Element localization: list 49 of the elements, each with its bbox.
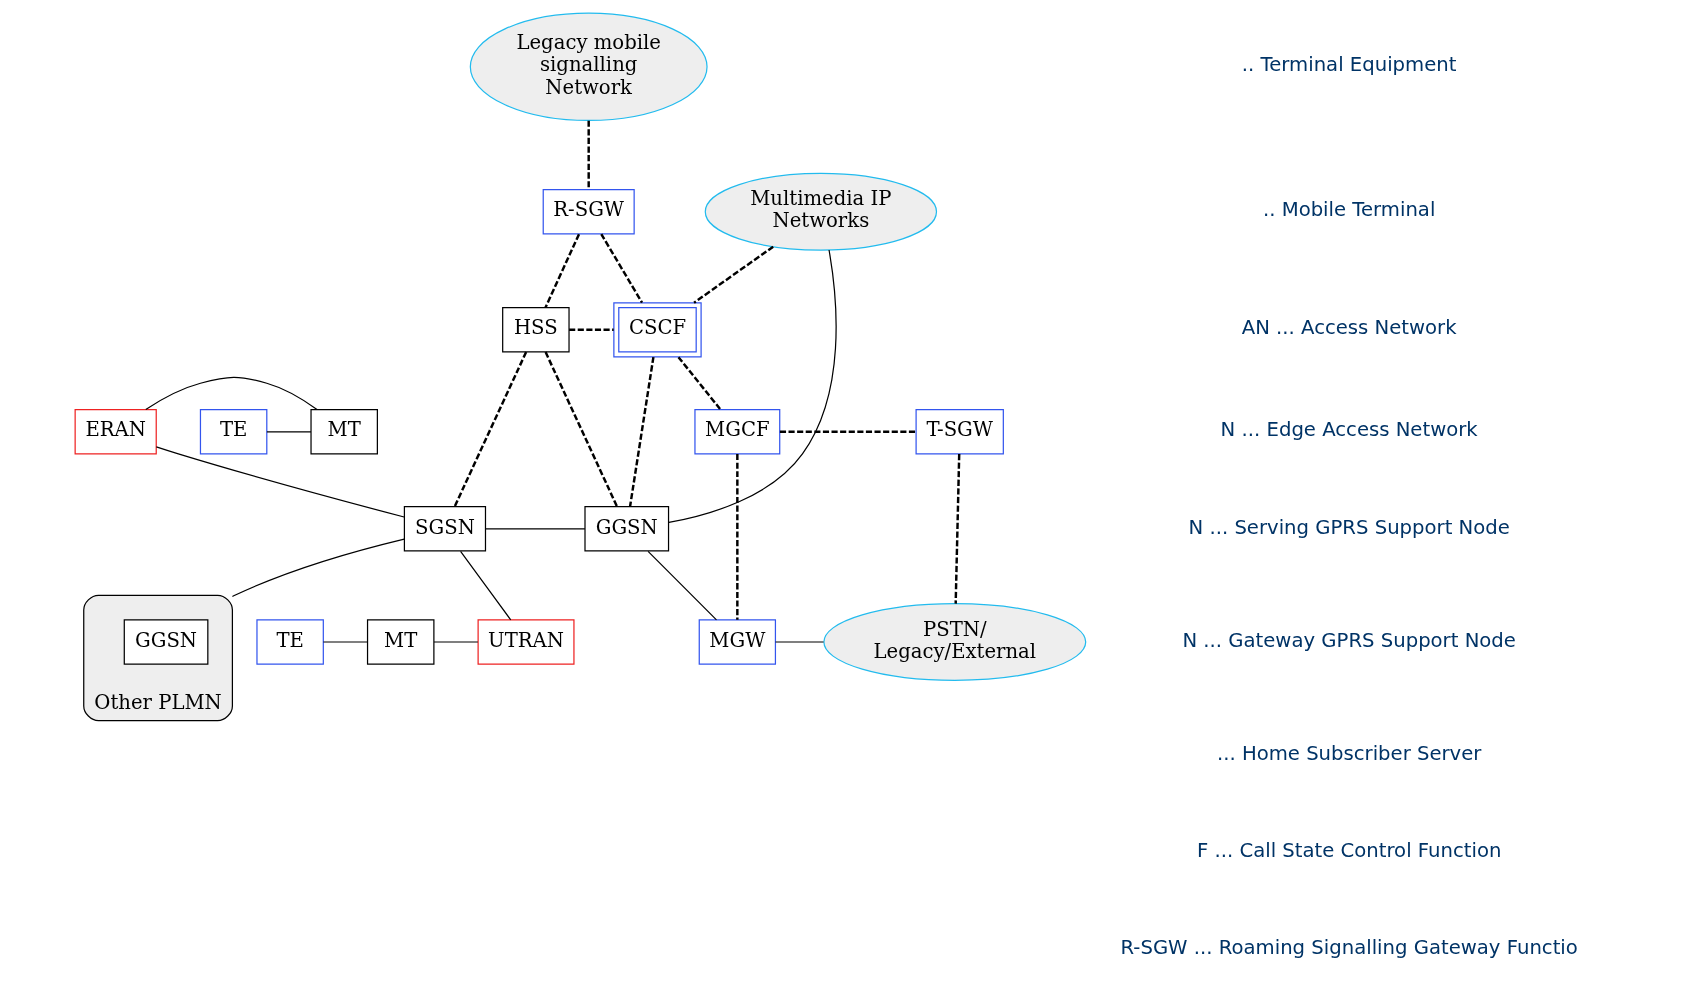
label: F ... Call State Control Function	[1196, 838, 1501, 862]
label: N ... Serving GPRS Support Node	[1188, 515, 1510, 539]
node-box: ERAN	[74, 409, 157, 455]
connector	[543, 233, 580, 308]
node-box: UTRAN	[477, 619, 575, 665]
node-box: T-SGW	[915, 409, 1004, 455]
connector	[667, 249, 837, 524]
label: N ... Edge Access Network	[1220, 418, 1478, 442]
connector	[779, 430, 916, 433]
node-box: SGSN	[403, 506, 486, 552]
connector	[144, 376, 318, 411]
connector	[953, 454, 960, 604]
label: AN ... Access Network	[1241, 316, 1457, 340]
connector	[453, 351, 527, 507]
node-box: R-SGW	[542, 189, 635, 235]
connector	[735, 454, 739, 620]
node-box: HSS	[501, 307, 570, 353]
connector	[432, 641, 478, 643]
connector	[322, 641, 368, 643]
label: .. Terminal Equipment	[1241, 53, 1456, 77]
connector	[677, 356, 721, 411]
node-ellipse: Multimedia IP Networks	[704, 172, 937, 251]
connector	[586, 120, 590, 190]
connector	[568, 328, 614, 332]
node-box: MGCF	[693, 409, 780, 455]
node-ellipse: Legacy mobile signalling Network	[469, 12, 708, 122]
connector	[599, 233, 643, 304]
label: R-SGW ... Roaming Signalling Gateway Functio	[1120, 935, 1578, 959]
node-ellipse: PSTN/ Legacy/External	[822, 603, 1086, 681]
connector	[459, 550, 511, 621]
node-box: GGSN	[123, 619, 208, 665]
label: ... Home Subscriber Server	[1216, 741, 1481, 765]
label: N ... Gateway GPRS Support Node	[1181, 628, 1516, 652]
connector	[628, 356, 655, 507]
connector	[646, 550, 717, 621]
connector	[692, 245, 774, 304]
node-box: MGW	[698, 619, 776, 665]
node-box: TE	[255, 619, 324, 665]
connector	[484, 528, 586, 530]
node-box: MT	[366, 619, 434, 665]
connector	[155, 446, 405, 518]
connector	[543, 351, 618, 507]
node-box: TE	[199, 409, 267, 455]
connector	[231, 538, 405, 598]
label: .. Mobile Terminal	[1262, 198, 1435, 222]
connector	[265, 431, 312, 433]
node-box: GGSN	[583, 506, 669, 552]
node-box: CSCF	[612, 302, 702, 358]
node-box: MT	[309, 409, 378, 455]
